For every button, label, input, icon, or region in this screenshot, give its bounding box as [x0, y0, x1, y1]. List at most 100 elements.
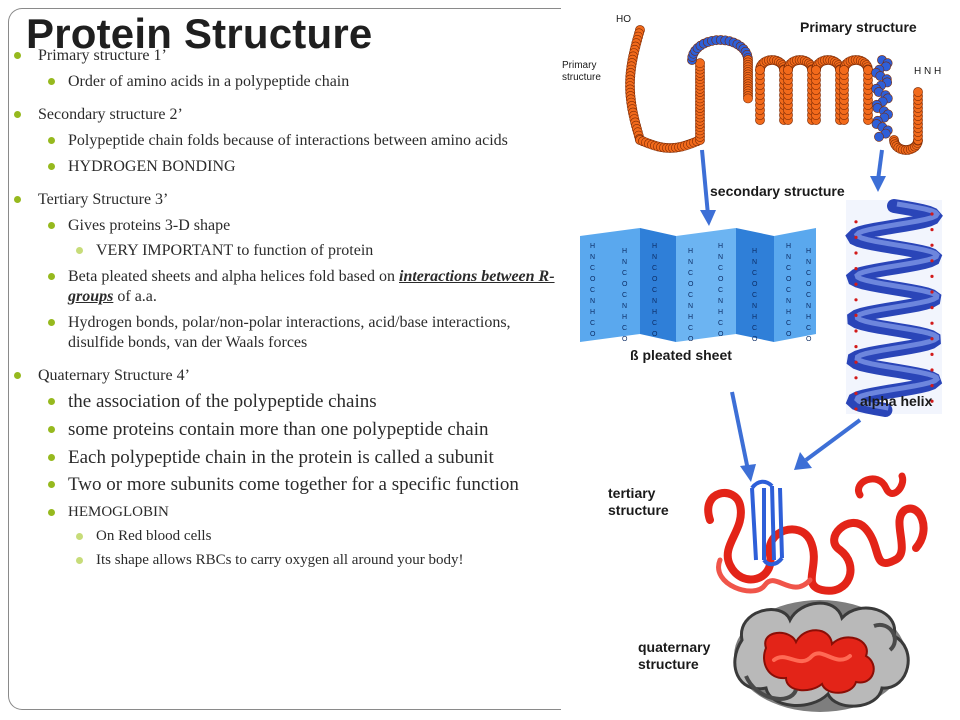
bullet-level-1: Secondary structure 2’ [14, 105, 562, 125]
bullet-level-2: the association of the polypeptide chain… [14, 390, 562, 414]
bullet-marker [14, 372, 21, 379]
bullet-level-2: Gives proteins 3-D shape [14, 216, 562, 236]
bullet-marker [48, 137, 55, 144]
bullet-marker [48, 398, 55, 405]
svg-text:N: N [688, 259, 693, 266]
bullet-marker [48, 453, 55, 461]
svg-text:O: O [652, 276, 658, 283]
bullet-marker [48, 78, 55, 85]
slide-border [8, 8, 561, 710]
bullet-text: Gives proteins 3-D shape [68, 217, 231, 234]
quaternary-label-2: structure [638, 656, 699, 672]
svg-text:N: N [652, 254, 657, 261]
slide-title: Protein Structure [26, 10, 373, 57]
bullet-text: Secondary structure 2’ [38, 106, 183, 123]
bullet-text: Primary structure 1’ [38, 47, 167, 64]
svg-text:C: C [652, 320, 657, 327]
primary-label: Primary structure [800, 19, 917, 35]
bullet-marker [48, 273, 55, 280]
svg-text:O: O [718, 331, 724, 338]
svg-text:C: C [752, 325, 757, 332]
bullet-text: Order of amino acids in a polypeptide ch… [68, 73, 350, 90]
svg-text:C: C [622, 292, 627, 299]
svg-text:C: C [688, 292, 693, 299]
svg-text:H: H [652, 243, 657, 250]
svg-text:C: C [786, 287, 791, 294]
svg-text:O: O [688, 336, 694, 343]
bullet-level-2: Polypeptide chain folds because of inter… [14, 131, 562, 151]
svg-text:H: H [688, 314, 693, 321]
bullet-marker [76, 532, 83, 540]
bullet-list: Primary structure 1’ Order of amino acids… [14, 46, 562, 569]
svg-text:C: C [752, 270, 757, 277]
svg-text:H: H [590, 309, 595, 316]
svg-text:H: H [786, 309, 791, 316]
svg-text:C: C [688, 270, 693, 277]
bullet-marker [76, 247, 83, 254]
bullet-text: the association of the polypeptide chain… [68, 391, 377, 412]
svg-text:N: N [806, 259, 811, 266]
bullet-text: of a.a. [113, 288, 157, 305]
svg-text:N: N [718, 298, 723, 305]
svg-text:H: H [688, 248, 693, 255]
quaternary-structure [733, 600, 910, 712]
arrow-helix-to-tertiary [804, 418, 862, 462]
bullet-text: Hydrogen bonds, polar/non-polar interact… [68, 314, 511, 351]
bullet-marker [14, 111, 21, 118]
bullet-level-3: Its shape allows RBCs to carry oxygen al… [14, 551, 562, 570]
svg-text:O: O [806, 336, 812, 343]
bullet-marker [76, 556, 83, 564]
quaternary-label-1: quaternary [638, 639, 711, 655]
svg-text:H: H [718, 243, 723, 250]
bullet-text: Beta pleated sheets and alpha helices fo… [68, 268, 399, 285]
svg-text:O: O [786, 331, 792, 338]
primary-structure-chain [625, 25, 923, 155]
alpha-helix [845, 199, 943, 417]
svg-text:C: C [652, 287, 657, 294]
svg-text:C: C [622, 270, 627, 277]
bullet-text: On Red blood cells [96, 527, 212, 544]
svg-text:O: O [786, 276, 792, 283]
sheet-label: ß pleated sheet [630, 347, 732, 363]
svg-text:O: O [622, 281, 628, 288]
svg-text:N: N [590, 298, 595, 305]
svg-text:C: C [718, 287, 723, 294]
svg-text:N: N [752, 259, 757, 266]
bullet-marker [48, 319, 55, 326]
svg-text:O: O [806, 281, 812, 288]
bullet-marker [14, 196, 21, 203]
bullet-level-2: HEMOGLOBIN [14, 503, 562, 522]
bullet-marker [48, 222, 55, 229]
primary-label-small-1: Primary [562, 60, 596, 71]
svg-text:H: H [752, 248, 757, 255]
svg-text:C: C [590, 287, 595, 294]
svg-text:C: C [806, 270, 811, 277]
svg-text:C: C [752, 292, 757, 299]
svg-text:C: C [786, 265, 791, 272]
svg-text:O: O [622, 336, 628, 343]
svg-text:C: C [786, 320, 791, 327]
svg-text:C: C [718, 265, 723, 272]
helix-label: alpha helix [860, 393, 933, 409]
bullet-level-1: Quaternary Structure 4’ [14, 366, 562, 386]
svg-text:C: C [688, 325, 693, 332]
svg-text:N: N [590, 254, 595, 261]
bullet-marker [48, 481, 55, 489]
svg-text:O: O [590, 331, 596, 338]
arrow-to-sheet-head [700, 210, 716, 226]
svg-text:N: N [752, 303, 757, 310]
primary-label-small-2: structure [562, 72, 601, 83]
svg-text:H: H [718, 309, 723, 316]
bullet-level-2: Each polypeptide chain in the protein is… [14, 446, 562, 470]
svg-text:O: O [752, 336, 758, 343]
bullet-text: VERY IMPORTANT to function of protein [96, 242, 374, 259]
arrow-to-helix [876, 149, 884, 181]
bullet-text: HEMOGLOBIN [68, 504, 169, 520]
svg-text:N: N [718, 254, 723, 261]
svg-text:C: C [806, 292, 811, 299]
svg-text:H: H [806, 248, 811, 255]
bullet-text: Tertiary Structure 3’ [38, 191, 169, 208]
svg-text:C: C [718, 320, 723, 327]
svg-text:N: N [688, 303, 693, 310]
